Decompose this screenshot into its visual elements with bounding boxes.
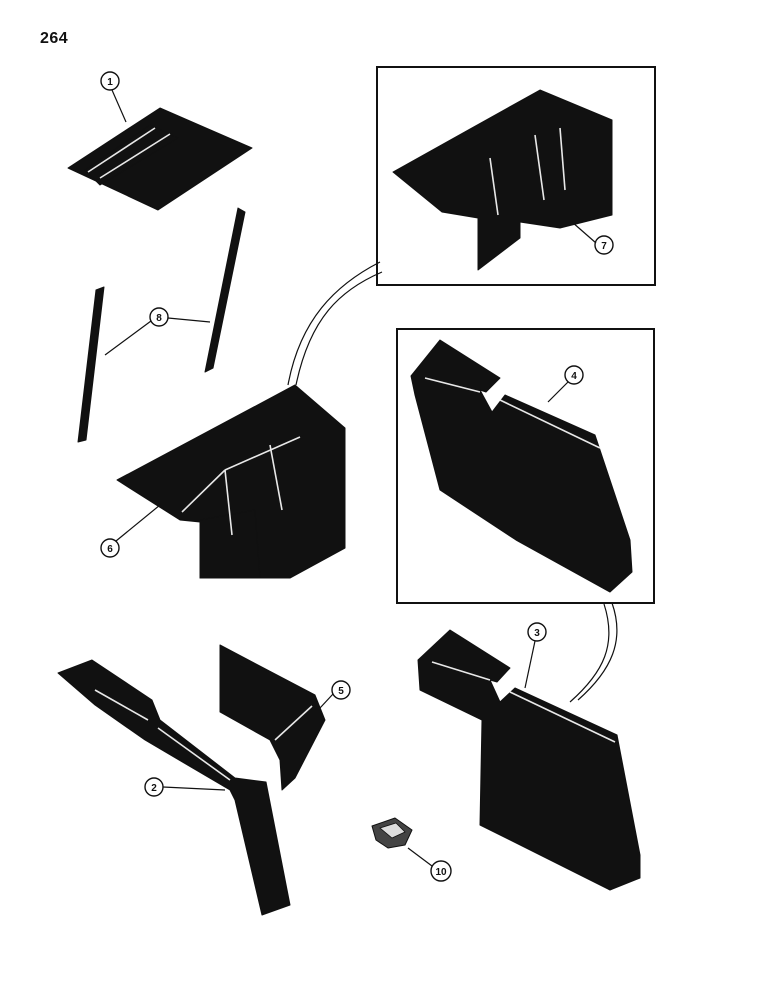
callout-2[interactable]: 2 [144,777,164,797]
page-number: 264 [40,30,69,47]
part-1-floor-mat [67,107,253,211]
svg-text:8: 8 [156,313,162,324]
leader-line-8b [167,317,211,323]
leader-line-10 [407,847,433,867]
leader-line-1 [111,89,127,123]
leader-line-7 [571,221,597,244]
svg-text:3: 3 [534,628,540,639]
leader-line-4 [547,381,569,403]
callout-4[interactable]: 4 [564,365,584,385]
svg-text:2: 2 [151,783,157,794]
svg-text:10: 10 [435,867,447,878]
connector-4-to-3-b [569,603,610,703]
connector-7-to-6 [287,261,381,386]
svg-text:5: 5 [338,686,344,697]
part-10-clip [371,817,413,849]
connector-7-to-6-b [295,271,383,386]
svg-text:1: 1 [107,77,113,88]
leader-line-8a [104,320,152,356]
part-8-trim-strips [77,207,246,443]
leader-line-5 [319,693,334,709]
part-7-panel-detail [392,89,613,271]
callout-3[interactable]: 3 [527,622,547,642]
part-2-bent-trim [57,659,291,916]
part-4-panel-detail [410,339,633,593]
leader-line-6 [115,504,161,542]
connector-4-to-3 [577,602,618,701]
part-6-front-panel [116,384,346,579]
part-3-side-panel [417,629,641,891]
part-5-side-trim [219,644,326,791]
callout-8[interactable]: 8 [149,307,169,327]
svg-text:4: 4 [571,371,577,382]
svg-text:6: 6 [107,544,113,555]
callout-1[interactable]: 1 [100,71,120,91]
callout-10[interactable]: 10 [430,860,452,882]
leader-line-3 [524,640,536,689]
svg-text:7: 7 [601,241,607,252]
callout-6[interactable]: 6 [100,538,120,558]
callout-7[interactable]: 7 [594,235,614,255]
leader-line-2 [162,786,226,791]
callout-5[interactable]: 5 [331,680,351,700]
